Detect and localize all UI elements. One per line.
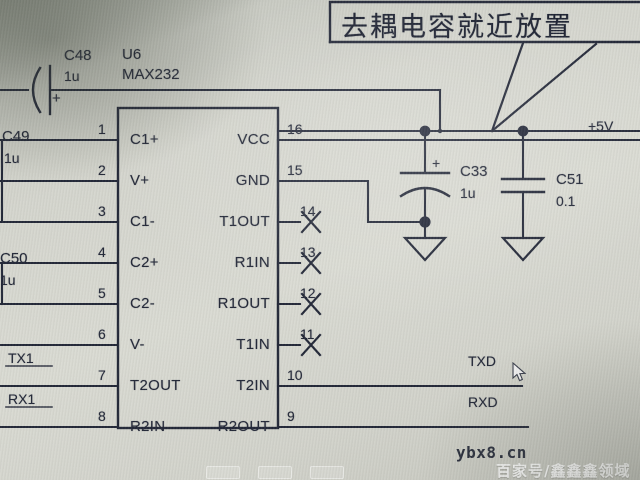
pin-name-7: T2OUT bbox=[130, 377, 181, 394]
watermark-site: ybx8.cn bbox=[456, 443, 527, 462]
ic-part-number: MAX232 bbox=[122, 66, 180, 83]
ic-designator: U6 bbox=[122, 46, 142, 63]
taskbar-ghost-1 bbox=[206, 466, 240, 479]
callout-leader-lines bbox=[490, 41, 598, 133]
net-label-underlines bbox=[5, 365, 53, 408]
pin-name-5: C2- bbox=[130, 295, 156, 312]
ground-symbol-right bbox=[500, 236, 546, 262]
pin-name-4: C2+ bbox=[130, 254, 159, 271]
ground-symbol-left bbox=[402, 236, 448, 262]
capacitor-C51-ref: C51 bbox=[556, 171, 584, 188]
net-label-tx1: TX1 bbox=[8, 350, 34, 366]
pin-num-13: 13 bbox=[300, 244, 316, 260]
capacitor-C48-value: 1u bbox=[64, 68, 80, 84]
net-label-rx1: RX1 bbox=[8, 391, 36, 407]
pin-name-13: R1IN bbox=[234, 254, 270, 271]
pin-num-1: 1 bbox=[98, 121, 106, 137]
pin-num-5: 5 bbox=[98, 285, 106, 301]
capacitor-C50-value: 1u bbox=[0, 272, 16, 288]
mouse-cursor bbox=[512, 362, 527, 382]
pin-num-4: 4 bbox=[98, 244, 106, 260]
capacitor-C33-ref: C33 bbox=[460, 163, 488, 180]
pin-num-3: 3 bbox=[98, 203, 106, 219]
pin-num-12: 12 bbox=[300, 285, 316, 301]
pin-num-6: 6 bbox=[98, 326, 106, 342]
pin-name-14: T1OUT bbox=[219, 213, 270, 230]
capacitor-C48-ref: C48 bbox=[64, 47, 92, 64]
watermark-account: 百家号/鑫鑫鑫领域 bbox=[496, 462, 631, 480]
pin-num-15: 15 bbox=[287, 162, 303, 178]
pin-name-6: V- bbox=[130, 336, 145, 353]
junction-dot-gnd bbox=[419, 216, 431, 228]
capacitor-C51-value: 0.1 bbox=[556, 193, 576, 209]
callout-box bbox=[328, 0, 640, 44]
pin-num-8: 8 bbox=[98, 408, 106, 424]
pin-name-16: VCC bbox=[237, 131, 270, 148]
pin-name-3: C1- bbox=[130, 213, 156, 230]
capacitor-C33-value: 1u bbox=[460, 185, 476, 201]
net-label-txd: TXD bbox=[468, 353, 496, 369]
no-connect-marks bbox=[300, 210, 322, 357]
pin-name-8: R2IN bbox=[130, 418, 166, 435]
pin-name-15: GND bbox=[235, 172, 270, 189]
capacitor-C51 bbox=[500, 129, 546, 240]
capacitor-C48 bbox=[0, 64, 442, 116]
junction-dot-rail bbox=[437, 128, 443, 134]
pin-name-1: C1+ bbox=[130, 131, 159, 148]
right-pin-wires bbox=[276, 138, 640, 429]
pin-num-10: 10 bbox=[287, 367, 303, 383]
pin-num-16: 16 bbox=[287, 121, 303, 137]
pin-num-11: 11 bbox=[300, 326, 315, 342]
capacitor-C49-value: 1u bbox=[4, 150, 20, 166]
pin-name-10: T2IN bbox=[236, 377, 270, 394]
callout-text: 去耦电容就近放置 bbox=[341, 12, 573, 43]
pin-num-7: 7 bbox=[98, 367, 106, 383]
capacitor-C49-ref: C49 bbox=[2, 128, 30, 145]
junction-dots bbox=[419, 125, 529, 228]
pin-name-11: T1IN bbox=[236, 336, 270, 353]
pin-name-2: V+ bbox=[130, 172, 150, 189]
pin-name-12: R1OUT bbox=[217, 295, 270, 312]
capacitor-C33-plus-marker: + bbox=[432, 155, 441, 171]
capacitor-C50-ref: C50 bbox=[0, 250, 28, 267]
net-label-plus5v: +5V bbox=[588, 118, 614, 134]
junction-dot-c51-top bbox=[517, 125, 529, 137]
junction-dot-c33-top bbox=[419, 125, 431, 137]
pin-name-9: R2OUT bbox=[217, 418, 270, 435]
pin-num-14: 14 bbox=[300, 203, 316, 219]
taskbar-ghost-3 bbox=[310, 466, 344, 479]
left-pin-wires bbox=[0, 138, 120, 429]
net-label-rxd: RXD bbox=[468, 394, 498, 410]
pin-num-9: 9 bbox=[287, 408, 295, 424]
capacitor-C48-plus-marker: + bbox=[52, 90, 61, 107]
taskbar-ghost-2 bbox=[258, 466, 292, 479]
pin-num-2: 2 bbox=[98, 162, 106, 178]
